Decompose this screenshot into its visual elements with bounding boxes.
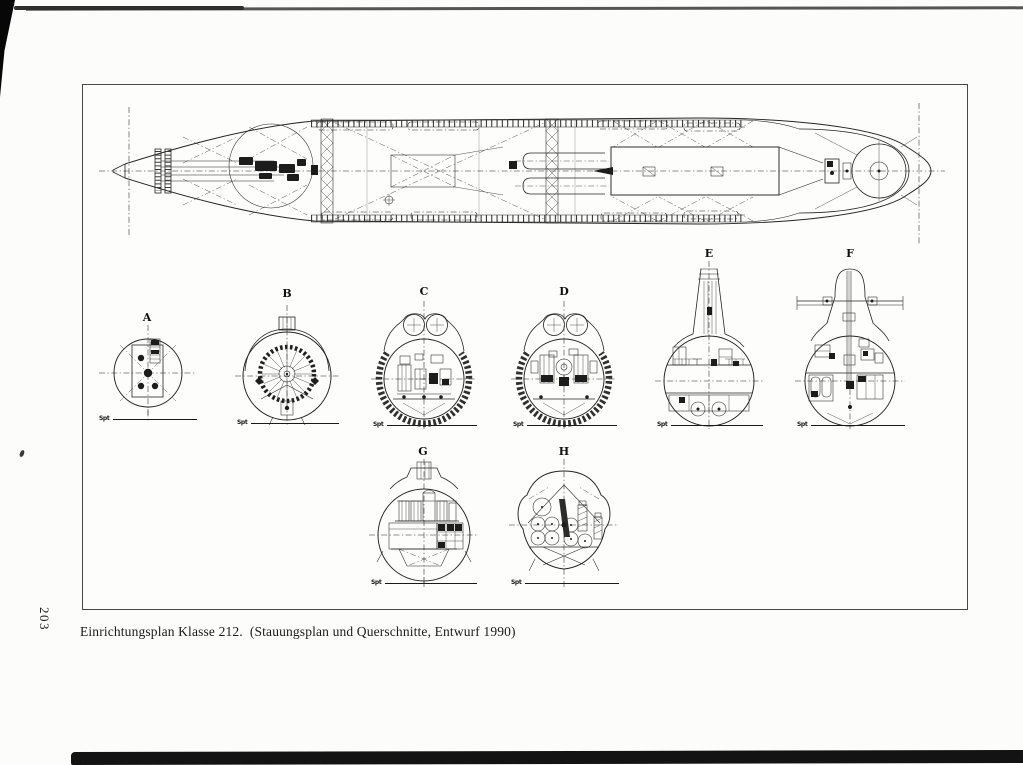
scale-label: Spt bbox=[797, 420, 808, 428]
bow-cross-bracing bbox=[182, 126, 308, 216]
page-number: 203 bbox=[37, 607, 52, 631]
scale-line bbox=[113, 418, 197, 420]
cross-section-a-drawing bbox=[99, 325, 195, 421]
cross-section-c-drawing bbox=[371, 301, 477, 429]
cross-section-f: F bbox=[795, 247, 905, 429]
scan-top-edge-artifact-dark bbox=[14, 6, 244, 10]
cross-section-b-drawing bbox=[235, 305, 339, 427]
cross-section-g-drawing bbox=[369, 459, 477, 587]
scale-label: Spt bbox=[373, 420, 384, 428]
scale-label: Spt bbox=[237, 418, 248, 426]
cross-section-d-drawing bbox=[511, 301, 617, 429]
section-h-label: H bbox=[558, 445, 570, 458]
scan-bottom-edge-artifact bbox=[70, 750, 1023, 765]
scale-label: Spt bbox=[99, 414, 110, 422]
scale-label: Spt bbox=[513, 420, 524, 428]
scale-line bbox=[527, 424, 617, 426]
cross-section-c: C bbox=[371, 285, 477, 429]
scan-corner-artifact bbox=[0, 0, 15, 97]
scale-line bbox=[251, 422, 339, 424]
scale-line bbox=[671, 424, 763, 426]
scale-bar: Spt bbox=[373, 419, 477, 429]
scale-bar: Spt bbox=[99, 413, 197, 423]
engine-room-machinery bbox=[509, 146, 780, 196]
cross-section-h-drawing bbox=[509, 459, 619, 587]
bulkhead-frames bbox=[311, 118, 576, 224]
scale-bar: Spt bbox=[511, 577, 619, 587]
scale-line bbox=[525, 582, 619, 584]
stern-propulsion bbox=[778, 132, 918, 210]
section-a-label: A bbox=[142, 311, 152, 324]
plan-view-drawing bbox=[99, 103, 945, 245]
scale-line bbox=[811, 424, 905, 426]
cross-section-e: E bbox=[655, 247, 763, 429]
scale-bar: Spt bbox=[513, 419, 617, 429]
scale-label: Spt bbox=[371, 578, 382, 586]
cross-section-g: G bbox=[369, 445, 477, 587]
scale-bar: Spt bbox=[797, 419, 905, 429]
figure-caption: Einrichtungsplan Klasse 212. (Stauungspl… bbox=[80, 624, 516, 639]
cross-section-d: D bbox=[511, 285, 617, 429]
reference-lines bbox=[99, 103, 945, 245]
torpedo-tubes bbox=[154, 123, 314, 209]
scan-speck-artifact bbox=[19, 449, 25, 458]
section-f-label: F bbox=[846, 247, 854, 260]
scale-label: Spt bbox=[657, 420, 668, 428]
cross-section-b: B Spt bbox=[235, 287, 339, 427]
cross-section-f-drawing bbox=[795, 268, 905, 429]
cross-section-e-drawing bbox=[655, 261, 763, 429]
figure-frame: A Spt B bbox=[82, 84, 968, 610]
section-g-label: G bbox=[418, 445, 428, 458]
scale-label: Spt bbox=[511, 578, 522, 586]
scale-line bbox=[387, 424, 477, 426]
midship-cross-bracing bbox=[334, 120, 754, 222]
scale-bar: Spt bbox=[657, 419, 763, 429]
section-e-label: E bbox=[704, 247, 714, 260]
scale-line bbox=[385, 582, 477, 584]
cross-section-h: H bbox=[509, 445, 619, 587]
section-d-label: D bbox=[559, 285, 569, 298]
scale-bar: Spt bbox=[371, 577, 477, 587]
section-c-label: C bbox=[419, 285, 429, 298]
cross-section-a: A Spt bbox=[97, 311, 197, 423]
scale-bar: Spt bbox=[237, 417, 339, 427]
section-b-label: B bbox=[282, 287, 292, 300]
hull-outline bbox=[112, 117, 932, 225]
